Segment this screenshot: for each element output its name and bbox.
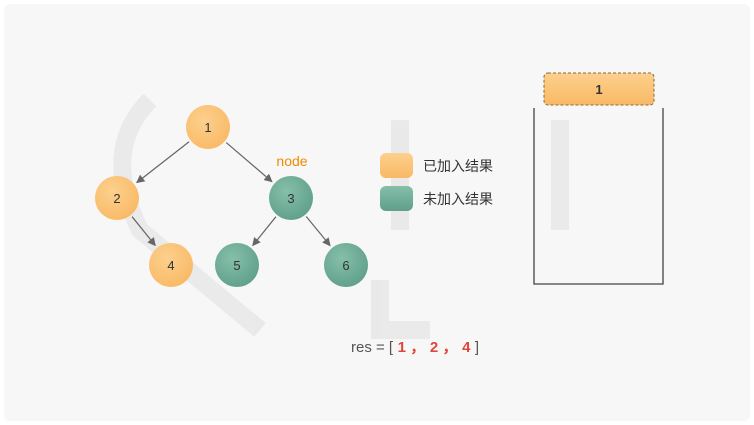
tree-edge: [136, 141, 190, 184]
svg-text:6: 6: [342, 258, 349, 273]
tree-edge: [131, 216, 156, 247]
tree-nodes: 1 2 3 4 5 6: [95, 105, 368, 287]
result-separator: ，: [410, 339, 425, 356]
tree-edge: [252, 216, 277, 247]
stack-item-label: 1: [595, 82, 602, 97]
stack: 1: [533, 72, 664, 285]
svg-text:4: 4: [167, 258, 174, 273]
svg-text:5: 5: [233, 258, 240, 273]
tree-node-4: 4: [149, 243, 193, 287]
current-node-pointer-label: node: [276, 153, 307, 169]
result-suffix: ]: [475, 339, 479, 356]
legend-swatch-pending: [380, 186, 413, 211]
stack-container: [533, 108, 664, 285]
legend-label-added: 已加入结果: [423, 158, 493, 174]
tree-node-2: 2: [95, 176, 139, 220]
tree-edges: [131, 141, 331, 247]
stack-item-1: [543, 72, 655, 106]
tree-node-3: 3: [269, 176, 313, 220]
result-value-3: 4: [462, 339, 471, 356]
result-separator: ，: [443, 339, 458, 356]
tree-edge: [305, 216, 331, 247]
legend: 已加入结果 未加入结果: [380, 153, 493, 211]
legend-swatch-added: [380, 153, 413, 178]
tree-edge: [225, 142, 273, 183]
tree-node-6: 6: [324, 243, 368, 287]
svg-text:3: 3: [287, 191, 294, 206]
legend-label-pending: 未加入结果: [423, 191, 493, 207]
result-line: res = [ 1 ， 2 ， 4 ]: [351, 339, 479, 356]
svg-text:2: 2: [113, 191, 120, 206]
tree-node-5: 5: [215, 243, 259, 287]
result-prefix: res = [: [351, 339, 394, 356]
svg-text:1: 1: [204, 120, 211, 135]
tree-node-1: 1: [186, 105, 230, 149]
result-value-2: 2: [430, 339, 438, 356]
result-value-1: 1: [398, 339, 406, 356]
